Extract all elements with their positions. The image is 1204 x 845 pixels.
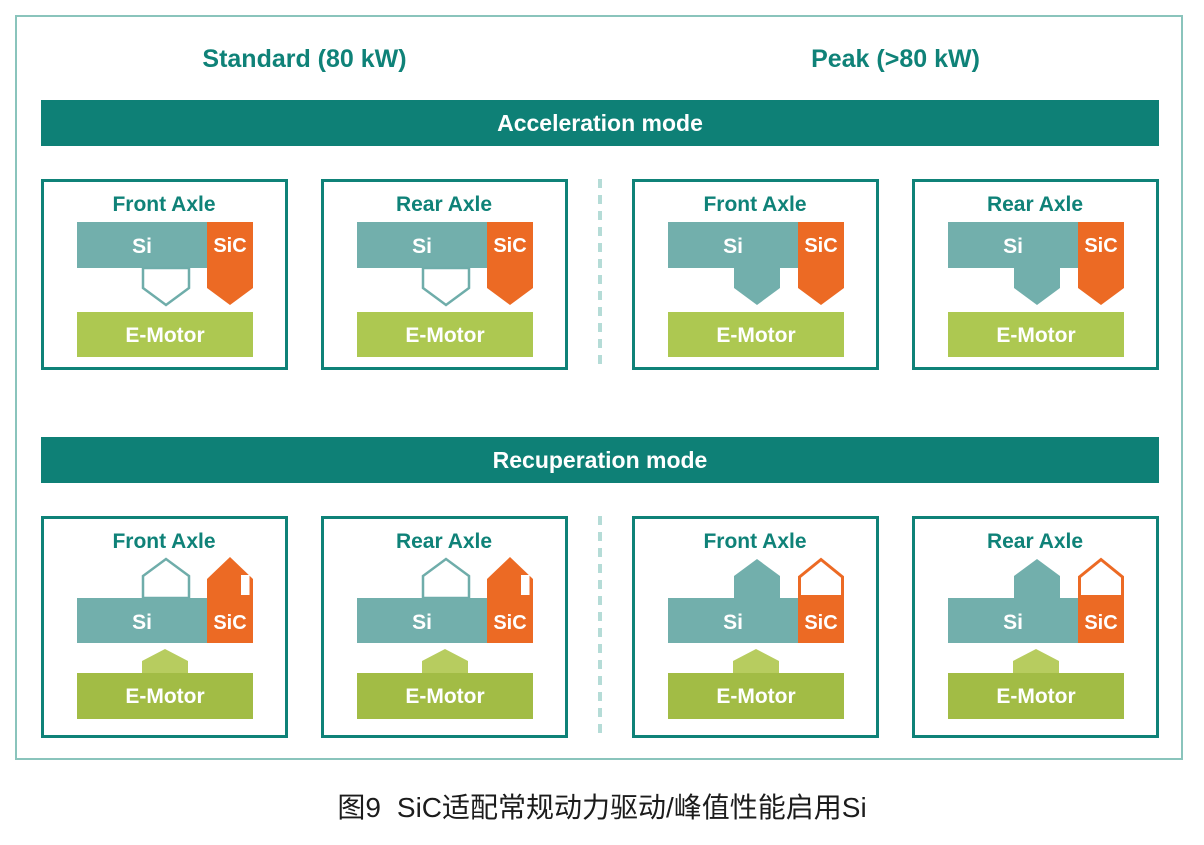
emotor-bar [357,312,533,357]
si-bar [357,222,487,268]
axle-box-recup-peak-rear: Rear Axle Si SiC E-Motor [912,516,1159,738]
si-label: Si [1003,235,1023,258]
axle-diagram: Rear Axle Si SiC E-Motor [357,530,533,719]
si-label: Si [412,611,432,634]
emotor-label: E-Motor [405,685,484,708]
si-flow-arrow-filled-down [734,267,780,305]
sic-block [798,598,844,643]
emotor-label: E-Motor [716,685,795,708]
emotor-bar [948,673,1124,719]
sic-label: SiC [804,612,837,634]
emotor-flow-arrow-up [733,649,779,673]
axle-diagram: Front Axle Si SiC E-Motor [668,193,844,357]
axle-box-recup-peak-front: Front Axle Si SiC E-Motor [632,516,879,738]
emotor-label: E-Motor [405,324,484,347]
sic-ribbon-down [798,222,844,305]
axle-title: Front Axle [703,193,806,216]
si-label: Si [132,235,152,258]
si-bar [948,222,1078,268]
emotor-label: E-Motor [125,685,204,708]
axle-diagram: Front Axle Si SiC E-Motor [77,530,253,719]
mode-banner-recuperation: Recuperation mode [41,437,1159,483]
axle-box-accel-peak-front: Front Axle Si SiC E-Motor [632,179,879,370]
axle-box-recup-standard-front: Front Axle Si SiC E-Motor [41,516,288,738]
sic-flow-arrow-outline-up [1078,557,1124,598]
column-header-standard: Standard (80 kW) [202,45,407,73]
emotor-bar [668,312,844,357]
axle-box-accel-standard-front: Front Axle Si SiC E-Motor [41,179,288,370]
si-flow-arrow-outline-up [421,557,471,600]
sic-label: SiC [493,612,526,634]
emotor-bar [77,673,253,719]
axle-box-recup-standard-rear: Rear Axle Si SiC E-Motor [321,516,568,738]
axle-diagram: Front Axle Si SiC E-Motor [668,530,844,719]
si-flow-arrow-filled-up [734,559,780,599]
mode-banner-acceleration: Acceleration mode [41,100,1159,146]
si-label: Si [412,235,432,258]
emotor-flow-arrow-up [1013,649,1059,673]
figure-caption-text: SiC适配常规动力驱动/峰值性能启用Si [396,792,867,823]
sic-label: SiC [1084,612,1117,634]
sic-ribbon-down [487,222,533,305]
axle-diagram: Front Axle Si SiC E-Motor [77,193,253,357]
emotor-bar [668,673,844,719]
axle-box-accel-peak-rear: Rear Axle Si SiC E-Motor [912,179,1159,370]
sic-block [1078,598,1124,643]
emotor-flow-arrow-up [422,649,468,673]
sic-label: SiC [213,235,246,257]
emotor-bar [948,312,1124,357]
emotor-label: E-Motor [125,324,204,347]
si-bar [668,222,798,268]
axle-title: Rear Axle [396,193,492,216]
sic-ribbon-notch [241,575,250,595]
axle-title: Rear Axle [987,193,1083,216]
si-flow-arrow-outline-down [141,266,191,307]
si-label: Si [723,235,743,258]
sic-label: SiC [1084,235,1117,257]
column-header-peak: Peak (>80 kW) [811,45,980,73]
si-bar [77,598,207,643]
si-bar [948,598,1078,643]
emotor-label: E-Motor [716,324,795,347]
si-label: Si [132,611,152,634]
axle-diagram: Rear Axle Si SiC E-Motor [948,193,1124,357]
si-flow-arrow-outline-up [141,557,191,600]
si-label: Si [1003,611,1023,634]
figure-caption: 图9 SiC适配常规动力驱动/峰值性能启用Si [0,786,1204,826]
emotor-bar [357,673,533,719]
emotor-label: E-Motor [996,685,1075,708]
si-label: Si [723,611,743,634]
axle-title: Rear Axle [396,530,492,553]
sic-label: SiC [804,235,837,257]
sic-flow-arrow-outline-up [798,557,844,598]
standard-peak-divider [598,516,602,738]
axle-title: Front Axle [112,193,215,216]
sic-ribbon-notch [521,575,530,595]
emotor-flow-arrow-up [142,649,188,673]
si-bar [668,598,798,643]
si-bar [77,222,207,268]
emotor-label: E-Motor [996,324,1075,347]
axle-diagram: Rear Axle Si SiC E-Motor [948,530,1124,719]
figure-number: 图9 [337,792,381,823]
axle-title: Front Axle [112,530,215,553]
axle-title: Front Axle [703,530,806,553]
standard-peak-divider [598,179,602,370]
emotor-bar [77,312,253,357]
sic-ribbon-down [1078,222,1124,305]
si-bar [357,598,487,643]
axle-box-accel-standard-rear: Rear Axle Si SiC E-Motor [321,179,568,370]
sic-label: SiC [493,235,526,257]
axle-diagram: Rear Axle Si SiC E-Motor [357,193,533,357]
axle-title: Rear Axle [987,530,1083,553]
sic-ribbon-down [207,222,253,305]
si-flow-arrow-outline-down [421,266,471,307]
sic-label: SiC [213,612,246,634]
si-flow-arrow-filled-up [1014,559,1060,599]
si-flow-arrow-filled-down [1014,267,1060,305]
